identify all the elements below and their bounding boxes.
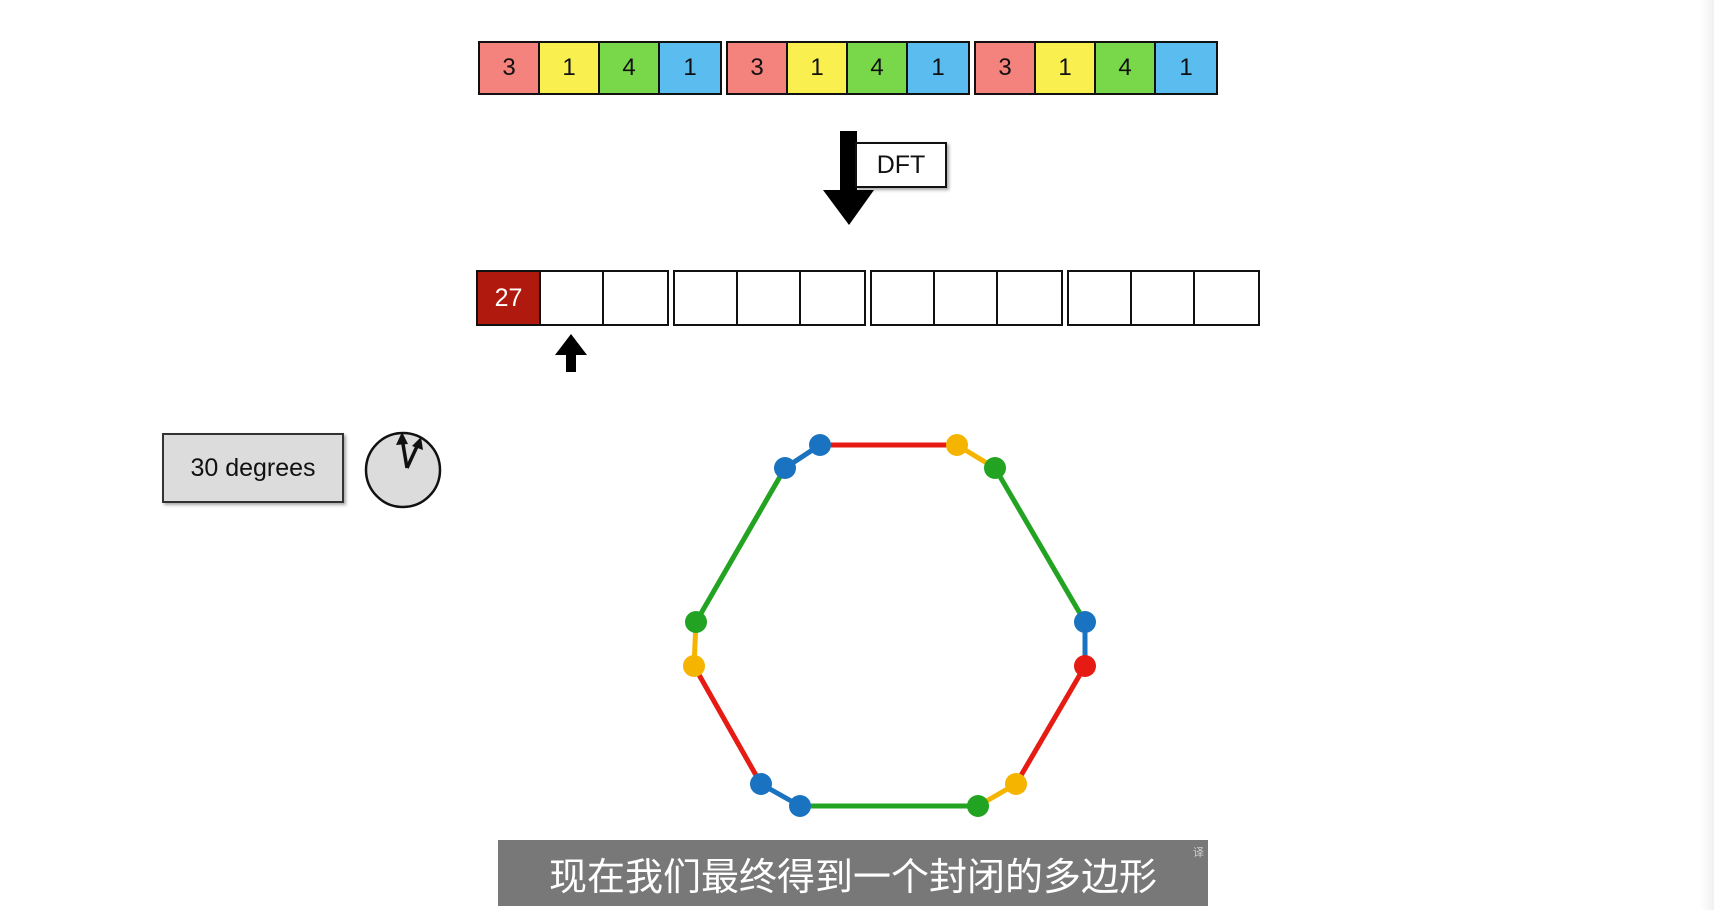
input-cell: 1 [660,43,720,93]
input-group-2: 3 1 4 1 [726,41,970,95]
polygon-vertex [809,434,831,456]
output-sequence: 27 [476,270,1260,326]
polygon-vertex [1074,611,1096,633]
output-cell [1195,272,1258,324]
dft-arrow-icon [823,131,874,225]
polygon-vertex [789,795,811,817]
polygon-vertex [774,457,796,479]
polygon-vertex [946,434,968,456]
input-cell: 1 [1036,43,1096,93]
input-group-3: 3 1 4 1 [974,41,1218,95]
polygon-vertex [1074,655,1096,677]
polygon-vertex [750,773,772,795]
closed-polygon [683,434,1096,817]
output-group-1: 27 [476,270,669,326]
dft-label: DFT [855,142,947,188]
translate-mark-icon: 译 [1193,846,1204,859]
output-cell [1132,272,1195,324]
output-cell [1069,272,1132,324]
input-cell: 1 [908,43,968,93]
input-cell: 1 [788,43,848,93]
output-group-3 [870,270,1063,326]
input-cell: 4 [600,43,660,93]
output-cell [998,272,1061,324]
output-cell [675,272,738,324]
pointer-up-arrow-icon [555,334,587,372]
polygon-vertex [984,457,1006,479]
rotation-angle-label: 30 degrees [162,433,344,503]
polygon-vertex [683,655,705,677]
rotation-clock-icon [364,431,442,509]
input-cell: 3 [480,43,540,93]
input-sequence: 3 1 4 1 3 1 4 1 3 1 4 1 [478,41,1218,95]
polygon-vertex [685,611,707,633]
output-cell [541,272,604,324]
polygon-vertex [967,795,989,817]
output-cell-filled: 27 [478,272,541,324]
output-cell [872,272,935,324]
output-cell [738,272,801,324]
input-cell: 3 [976,43,1036,93]
output-group-4 [1067,270,1260,326]
input-cell: 4 [1096,43,1156,93]
input-cell: 4 [848,43,908,93]
input-group-1: 3 1 4 1 [478,41,722,95]
subtitle-text: 现在我们最终得到一个封闭的多边形 [548,854,1157,899]
input-cell: 1 [540,43,600,93]
input-cell: 1 [1156,43,1216,93]
polygon-vertex [1005,773,1027,795]
output-group-2 [673,270,866,326]
output-cell [935,272,998,324]
subtitle-caption: 现在我们最终得到一个封闭的多边形 译 [498,840,1208,906]
input-cell: 3 [728,43,788,93]
page-scroll-edge [1700,0,1714,910]
output-cell [801,272,864,324]
output-cell [604,272,667,324]
